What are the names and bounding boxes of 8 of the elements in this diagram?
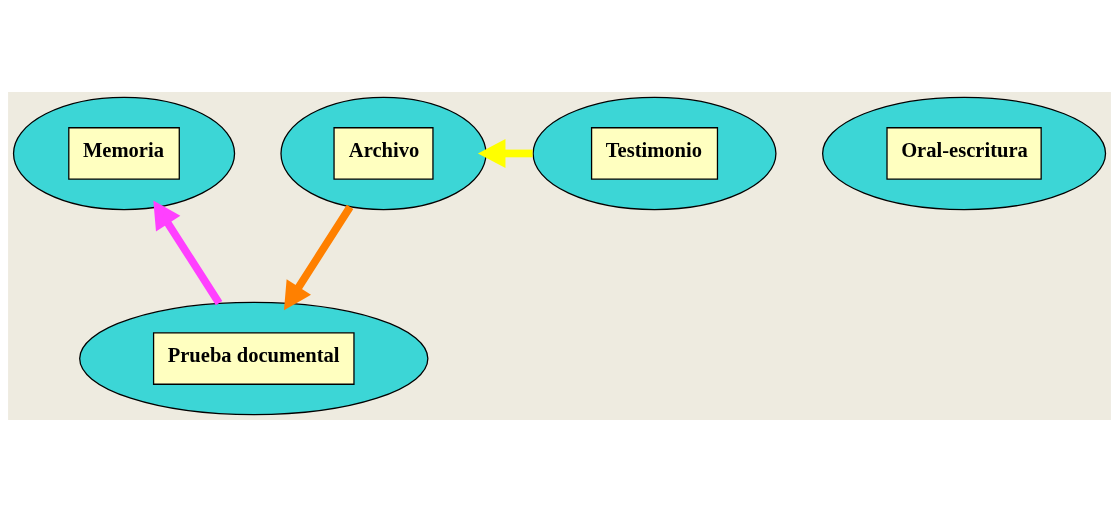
node-ellipse: Prueba documental [79,301,429,416]
node-ellipse: Memoria [12,96,236,211]
arrow [153,200,223,306]
arrow [477,139,533,168]
arrow [283,204,354,311]
node-ellipse: Archivo [280,96,487,211]
node-ellipse: Testimonio [532,96,777,211]
node-ellipse: Oral-escritura [822,96,1107,211]
